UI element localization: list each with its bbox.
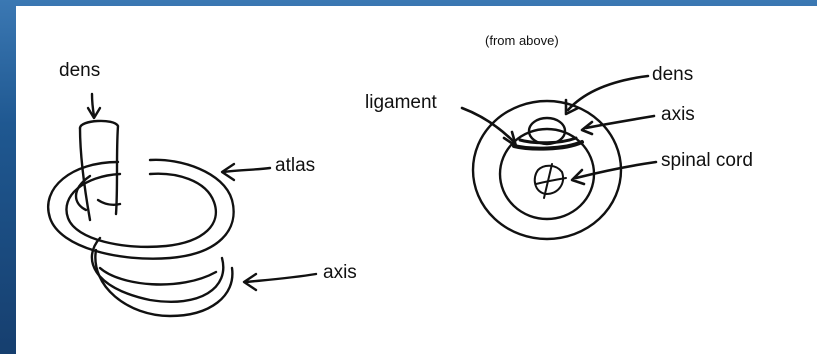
- atlas-ring: [48, 160, 233, 259]
- label-atlas: atlas: [275, 155, 315, 177]
- label-axis-right: axis: [661, 104, 695, 126]
- left-arrows: [88, 94, 316, 290]
- caption-from-above: (from above): [485, 33, 559, 48]
- axis-ring: [92, 238, 233, 316]
- label-ligament: ligament: [365, 92, 437, 114]
- label-dens-left: dens: [59, 60, 100, 82]
- label-spinal-cord: spinal cord: [661, 150, 753, 172]
- label-axis-left: axis: [323, 262, 357, 284]
- label-dens-right: dens: [652, 64, 693, 86]
- dens-peg: [80, 121, 120, 220]
- ligament-band: [514, 138, 582, 149]
- axis-outer-ring: [473, 101, 621, 239]
- spinal-cord: [535, 164, 566, 198]
